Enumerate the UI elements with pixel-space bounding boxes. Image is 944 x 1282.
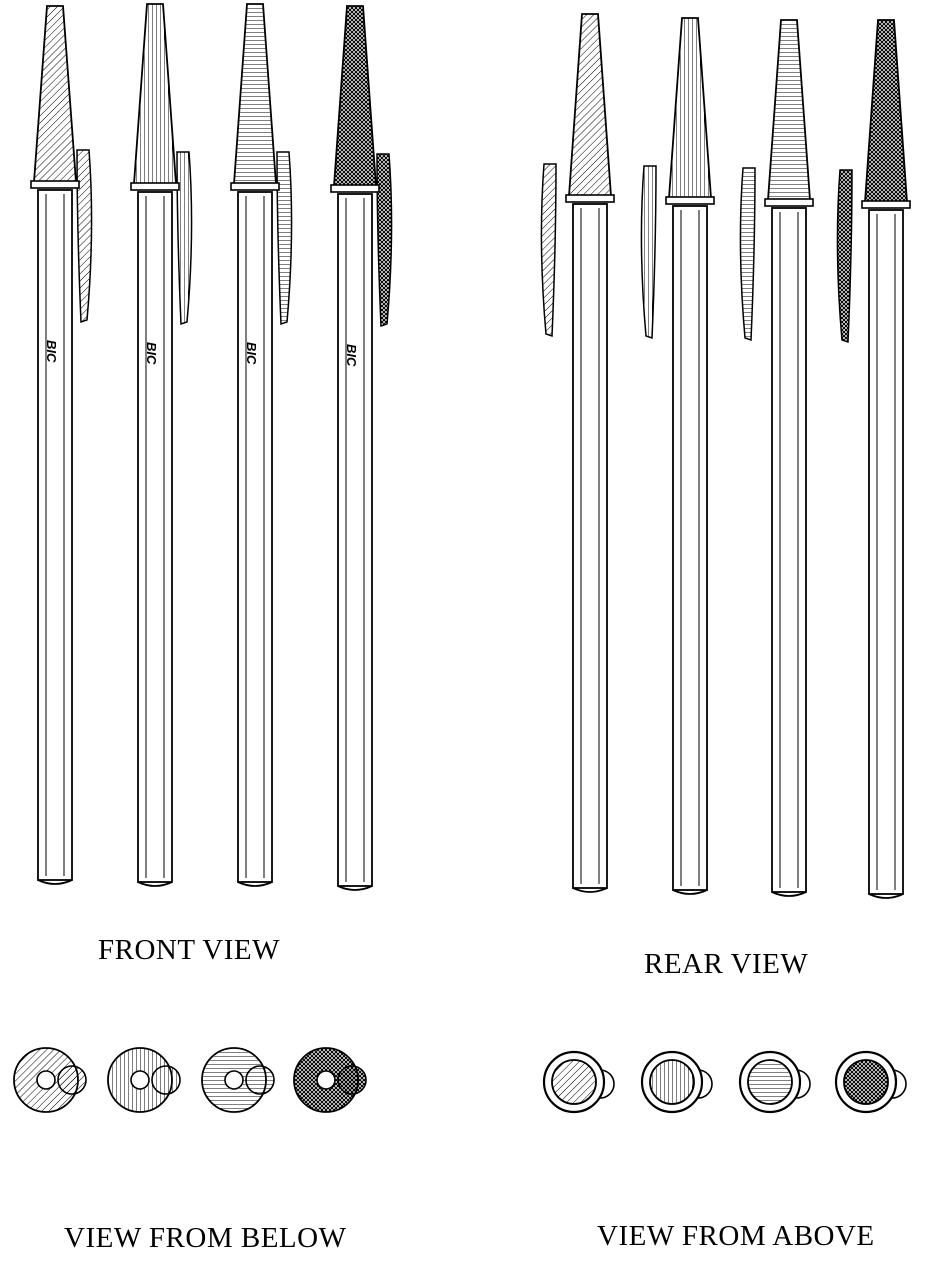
pocket-clip <box>76 149 93 324</box>
front-pen-3: BIC <box>230 3 293 887</box>
above-view-1 <box>542 1050 615 1114</box>
cap-ring <box>330 184 380 193</box>
rear-pen-1 <box>540 13 615 893</box>
pocket-clip <box>640 165 657 340</box>
cap-ring <box>665 196 715 205</box>
below-view-1 <box>13 1047 87 1113</box>
cap-hole <box>130 1070 150 1090</box>
below-view-4 <box>293 1047 367 1113</box>
pen-cap <box>767 19 811 201</box>
pocket-clip <box>739 167 756 342</box>
pen-barrel <box>37 189 73 881</box>
barrel-end <box>337 885 373 891</box>
pen-cap <box>233 3 277 185</box>
above-view-2 <box>640 1050 713 1114</box>
view-from-below-label: VIEW FROM BELOW <box>64 1222 347 1254</box>
above-view-4 <box>834 1050 907 1114</box>
rear-pen-3 <box>739 19 814 897</box>
cap-tip <box>843 1059 889 1105</box>
cap-ring <box>565 194 615 203</box>
cap-tip <box>747 1059 793 1105</box>
pen-barrel <box>337 193 373 887</box>
above-view-3 <box>738 1050 811 1114</box>
front-pen-2: BIC <box>130 3 193 887</box>
below-view-2 <box>107 1047 181 1113</box>
pen-barrel <box>672 205 708 891</box>
cap-ring <box>861 200 911 209</box>
front-view-pens: BIC BIC BIC BIC <box>30 3 393 891</box>
below-view-3 <box>201 1047 275 1113</box>
bic-logo-text: BIC <box>244 342 259 365</box>
front-view-label: FRONT VIEW <box>98 934 280 966</box>
pocket-clip <box>836 169 853 344</box>
barrel-end <box>771 891 807 897</box>
barrel-end <box>672 889 708 895</box>
pocket-clip <box>276 151 293 326</box>
rear-pen-4 <box>836 19 911 899</box>
pen-cap <box>568 13 612 197</box>
cap-hole <box>36 1070 56 1090</box>
pocket-clip <box>540 163 557 338</box>
bic-logo-text: BIC <box>344 344 359 367</box>
view-from-above-tops <box>542 1050 907 1114</box>
pocket-clip <box>176 151 193 326</box>
pen-barrel <box>137 191 173 883</box>
cap-tip <box>551 1059 597 1105</box>
pen-barrel <box>572 203 608 889</box>
pen-cap <box>864 19 908 203</box>
pen-cap <box>333 5 377 187</box>
view-from-below-tops <box>13 1047 367 1113</box>
cap-tip <box>649 1059 695 1105</box>
barrel-end <box>37 879 73 885</box>
rear-view-label: REAR VIEW <box>644 948 809 980</box>
pen-cap <box>33 5 77 183</box>
cap-ring <box>230 182 280 191</box>
bic-logo-text: BIC <box>144 342 159 365</box>
barrel-end <box>237 881 273 887</box>
pen-barrel <box>237 191 273 883</box>
front-pen-4: BIC <box>330 5 393 891</box>
bic-logo-text: BIC <box>44 340 59 363</box>
rear-view-pens <box>540 13 911 899</box>
front-pen-1: BIC <box>30 5 93 885</box>
cap-hole <box>224 1070 244 1090</box>
pen-barrel <box>868 209 904 895</box>
cap-hole <box>316 1070 336 1090</box>
pen-barrel <box>771 207 807 893</box>
pen-cap <box>133 3 177 185</box>
pocket-clip <box>376 153 393 328</box>
view-from-above-label: VIEW FROM ABOVE <box>597 1220 875 1252</box>
barrel-end <box>868 893 904 899</box>
barrel-end <box>137 881 173 887</box>
cap-ring <box>764 198 814 207</box>
rear-pen-2 <box>640 17 715 895</box>
pen-cap <box>668 17 712 199</box>
cap-ring <box>30 180 80 189</box>
barrel-end <box>572 887 608 893</box>
cap-ring <box>130 182 180 191</box>
